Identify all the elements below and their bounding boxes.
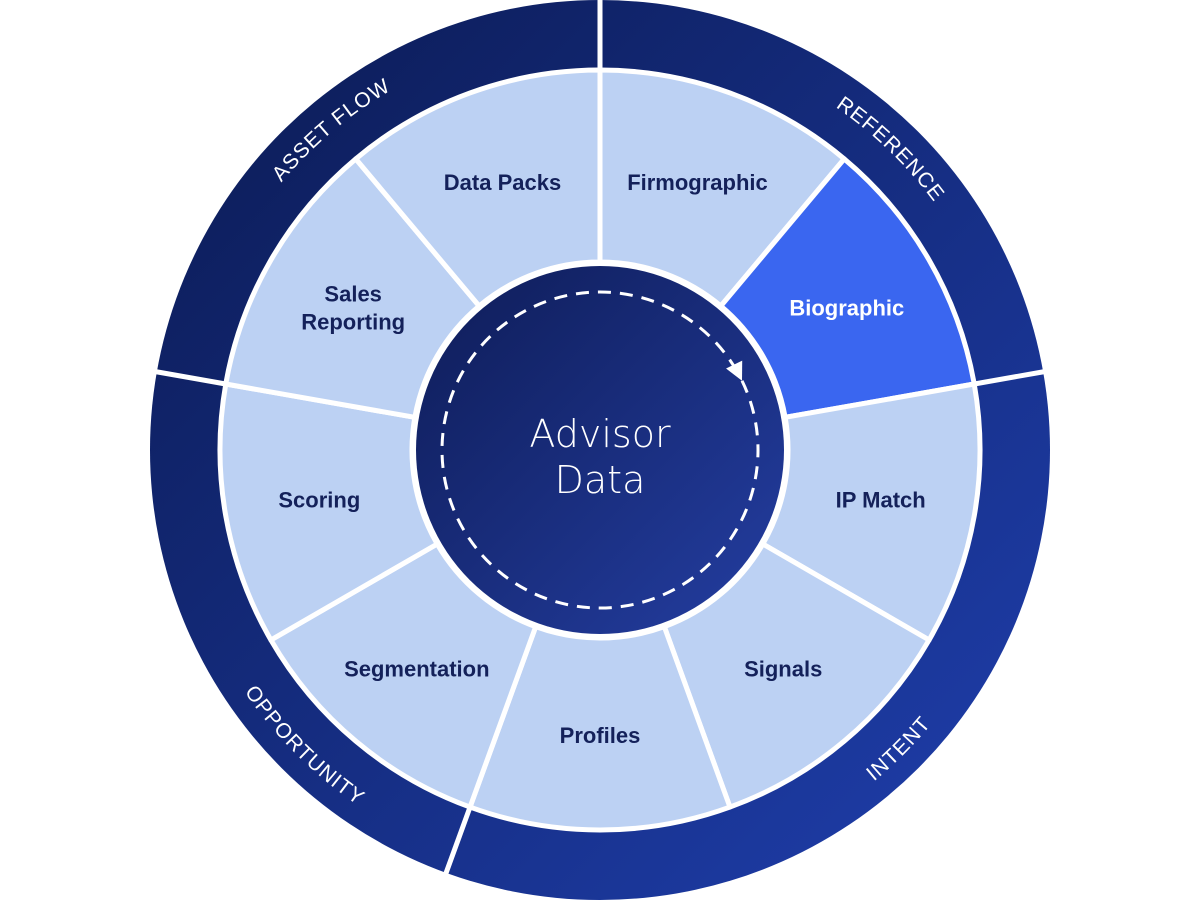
ring-divider [971,369,1046,387]
hub [416,266,784,634]
cycle-dashed-arrow [440,290,760,610]
segment-label-biographic: Biographic [789,296,904,321]
segment-label-ip-match: IP Match [836,487,926,512]
segment-label-scoring: Scoring [278,487,360,512]
center-title-line1: Advisor [529,412,671,456]
ring-divider [443,804,474,876]
segment-label-profiles: Profiles [560,723,641,748]
segment-label-signals: Signals [744,656,822,681]
segment-label-firmographic: Firmographic [627,170,768,195]
segment-label-data-packs: Data Packs [444,170,561,195]
segment-label-segmentation: Segmentation [344,656,489,681]
center-title-line2: Data [555,458,646,502]
ring-divider [154,369,229,387]
arrowhead-icon [726,360,743,381]
ring-dividers [154,0,1046,876]
